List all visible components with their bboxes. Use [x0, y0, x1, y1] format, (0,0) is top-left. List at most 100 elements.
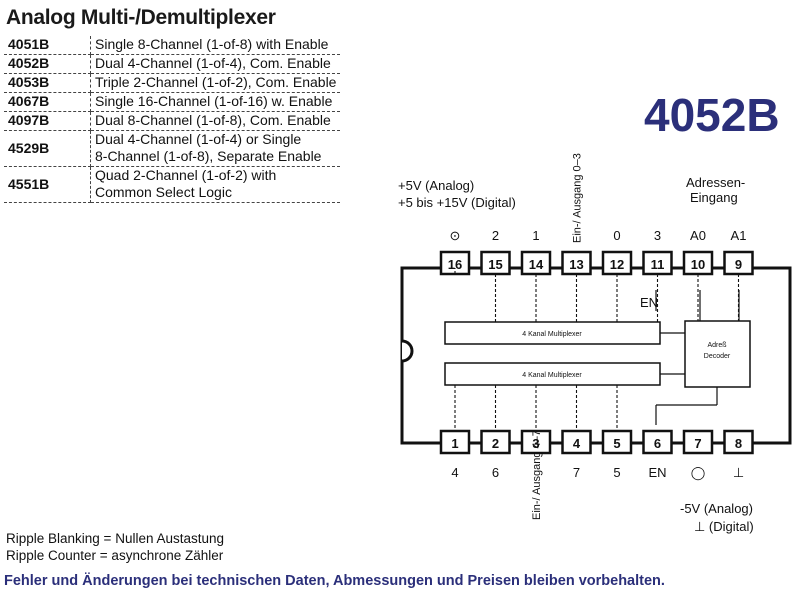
pin-label: A0 — [690, 228, 706, 243]
multiplexer-block-1-label: 4 Kanal Multiplexer — [522, 331, 582, 338]
supply-top-line-2: +5 bis +15V (Digital) — [398, 195, 516, 210]
part-description-line: Dual 4-Channel (1-of-4), Com. Enable — [95, 55, 331, 71]
bottom-pin: 14 — [439, 385, 471, 480]
pin-number: 10 — [691, 257, 705, 272]
pin-label: Ein-/ Ausgang 0–3 — [572, 153, 584, 243]
pin-label: A1 — [731, 228, 747, 243]
bottom-pin: 55 — [601, 385, 633, 480]
pin-label: 6 — [492, 465, 499, 480]
bottom-pin: 8⊥ — [723, 429, 754, 480]
top-pin: 14 1 — [520, 228, 552, 322]
pin-number: 1 — [451, 436, 458, 451]
disclaimer-footer: Fehler und Änderungen bei technischen Da… — [4, 573, 665, 589]
pin-number: 13 — [569, 257, 583, 272]
part-code: 4051B — [4, 36, 91, 55]
top-pin: 13 Ein-/ Ausgang 0–3 — [561, 153, 592, 322]
part-code: 4097B — [4, 111, 91, 131]
part-description: Single 16-Channel (1-of-16) w. Enable — [90, 92, 341, 112]
en-internal-label: EN — [640, 295, 658, 310]
pin-label: 3 — [654, 228, 661, 243]
decoder-label-line-2: Decoder — [704, 353, 731, 360]
top-pin: 12 0 — [601, 228, 633, 322]
supply-bottom-line-1: -5V (Analog) — [680, 501, 753, 516]
part-code: 4551B — [4, 166, 91, 203]
decoder-label-line-1: Adreß — [707, 342, 726, 349]
pin-box — [682, 429, 714, 455]
bottom-pin: 6EN — [642, 429, 673, 480]
page-title: Analog Multi-/Demultiplexer — [6, 6, 276, 29]
notes: Ripple Blanking = Nullen Austastung Ripp… — [6, 530, 224, 564]
pin-number: 2 — [492, 436, 499, 451]
part-description-line: Triple 2-Channel (1-of-2), Com. Enable — [95, 74, 337, 90]
pin-label: 1 — [532, 228, 539, 243]
part-description: Dual 4-Channel (1-of-4), Com. Enable — [90, 54, 341, 74]
multiplexer-block-2-label: 4 Kanal Multiplexer — [522, 372, 582, 379]
pin-number: 7 — [694, 436, 701, 451]
pin-number: 5 — [613, 436, 620, 451]
pin-number: 4 — [573, 436, 581, 451]
top-pin: 9 A1 — [723, 228, 754, 322]
part-description-line: Single 16-Channel (1-of-16) w. Enable — [95, 93, 333, 109]
top-pin: 16 ⊙ — [439, 228, 471, 276]
note-ripple-blanking: Ripple Blanking = Nullen Austastung — [6, 531, 225, 546]
part-description-line: Single 8-Channel (1-of-8) with Enable — [95, 36, 329, 52]
pin-label: 5 — [613, 465, 620, 480]
pin-box — [642, 429, 673, 455]
pin-box — [723, 429, 754, 455]
part-description-line: Quad 2-Channel (1-of-2) with — [95, 167, 277, 183]
pin-number: 6 — [654, 436, 661, 451]
pin-label: 4 — [451, 465, 458, 480]
pin-label: ⊙ — [450, 228, 461, 243]
supply-top-line-1: +5V (Analog) — [398, 178, 474, 193]
supply-bottom-line-2: ⊥ (Digital) — [694, 519, 754, 534]
pin-number: 16 — [448, 257, 462, 272]
address-label-line-2: Eingang — [690, 190, 738, 205]
pin-label: 7 — [573, 465, 580, 480]
pin-number: 3 — [532, 436, 539, 451]
part-description: Triple 2-Channel (1-of-2), Com. Enable — [90, 73, 341, 93]
bottom-pin: 7◯ — [682, 429, 714, 481]
bottom-pin: 26 — [480, 385, 511, 480]
top-pin: 15 2 — [480, 228, 511, 322]
pin-label: ⊥ — [733, 465, 744, 480]
pin-number: 15 — [488, 257, 502, 272]
pin-number: 9 — [735, 257, 742, 272]
part-code: 4053B — [4, 73, 91, 93]
pin-label: ◯ — [691, 465, 706, 481]
top-pin: 11 3 — [642, 228, 673, 322]
pin-label: 2 — [492, 228, 499, 243]
part-description-line: Common Select Logic — [95, 184, 232, 200]
note-ripple-counter: Ripple Counter = asynchrone Zähler — [6, 548, 224, 563]
pin-number: 8 — [735, 436, 742, 451]
part-code: 4052B — [4, 54, 91, 74]
pin-label: Ein-/ Ausgang 4–7 — [531, 430, 543, 520]
pin-number: 12 — [610, 257, 624, 272]
part-code: 4067B — [4, 92, 91, 112]
part-description: Dual 8-Channel (1-of-8), Com. Enable — [90, 111, 341, 131]
part-description-line: Dual 8-Channel (1-of-8), Com. Enable — [95, 112, 331, 128]
pin-number: 11 — [651, 257, 665, 272]
top-pin: 10 A0 — [682, 228, 714, 322]
pin-label: EN — [648, 465, 666, 480]
part-number: 4052B — [644, 89, 780, 141]
ic-notch — [401, 339, 414, 363]
part-code: 4529B — [4, 130, 91, 167]
pin-label: 0 — [613, 228, 620, 243]
part-description: Single 8-Channel (1-of-8) with Enable — [90, 36, 341, 55]
pin-number: 14 — [529, 257, 544, 272]
pinout-diagram: +5V (Analog) +5 bis +15V (Digital) Adres… — [398, 153, 792, 534]
part-description-line: Dual 4-Channel (1-of-4) or Single — [95, 131, 302, 147]
